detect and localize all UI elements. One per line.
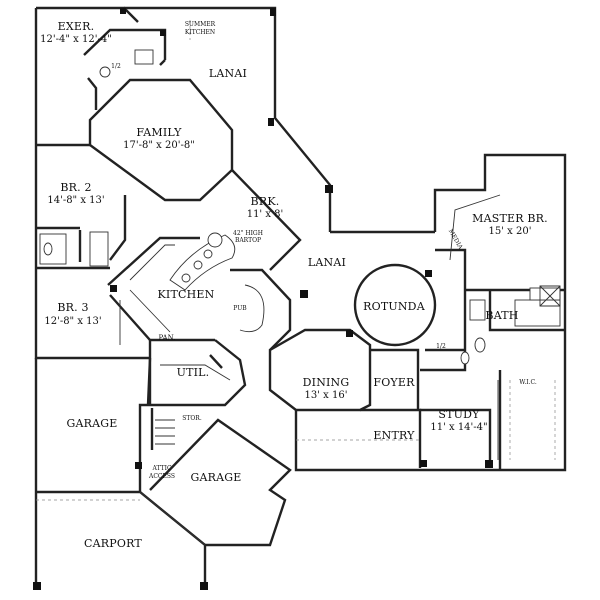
- garage-right-name: GARAGE: [191, 471, 242, 484]
- dining-name: DINING: [303, 376, 350, 389]
- stor-name: STOR.: [182, 415, 202, 422]
- dining-dims: 13' x 16': [305, 390, 348, 401]
- bartop-line1: 42" HIGH: [233, 230, 263, 237]
- interior-walls: [36, 28, 565, 470]
- foyer-name: FOYER: [373, 376, 415, 389]
- br3-name: BR. 3: [57, 301, 88, 314]
- brk-dims: 11' x 8': [247, 209, 284, 220]
- half-bath-mid-name: 1/2: [436, 343, 446, 350]
- rotunda-name: ROTUNDA: [363, 300, 426, 313]
- study-name: STUDY: [438, 408, 480, 421]
- attic-line1: ATTIC: [151, 465, 171, 472]
- study-dims: 11' x 14'-4": [430, 422, 487, 433]
- pan-name: PAN.: [158, 334, 175, 342]
- half-bath-top-name: 1/2: [111, 63, 121, 70]
- carport-name: CARPORT: [84, 537, 142, 550]
- exer-dims: 12'-4" x 12'-4": [40, 34, 112, 45]
- room-labels: EXER. 12'-4" x 12'-4" SUMMER KITCHEN LAN…: [40, 20, 548, 550]
- util-name: UTIL.: [177, 366, 210, 379]
- kitchen-name: KITCHEN: [158, 288, 215, 301]
- lanai-top-name: LANAI: [209, 67, 247, 80]
- brk-name: BRK.: [251, 195, 280, 208]
- br2-dims: 14'-8" x 13': [47, 195, 104, 206]
- pub-name: PUB: [233, 305, 247, 312]
- entry-name: ENTRY: [373, 429, 415, 442]
- br3-dims: 12'-8" x 13': [44, 316, 101, 327]
- bath-name: BATH: [485, 309, 518, 322]
- media-name: MEDIA: [447, 228, 464, 251]
- wic-name: W.I.C.: [519, 379, 537, 386]
- br2-name: BR. 2: [60, 181, 91, 194]
- garage-left-name: GARAGE: [67, 417, 118, 430]
- lanai-mid-name: LANAI: [308, 256, 346, 269]
- bartop-line2: BARTOP: [235, 237, 261, 244]
- master-dims: 15' x 20': [489, 226, 532, 237]
- family-dims: 17'-8" x 20'-8": [123, 140, 195, 151]
- summer-kitchen-line2: KITCHEN: [185, 29, 215, 36]
- family-name: FAMILY: [136, 126, 182, 139]
- exer-name: EXER.: [58, 20, 95, 33]
- master-name: MASTER BR.: [472, 212, 548, 225]
- fixtures: [36, 20, 561, 546]
- summer-kitchen-line1: SUMMER: [185, 21, 216, 28]
- columns: [33, 8, 493, 590]
- attic-line2: ACCESS: [148, 473, 175, 480]
